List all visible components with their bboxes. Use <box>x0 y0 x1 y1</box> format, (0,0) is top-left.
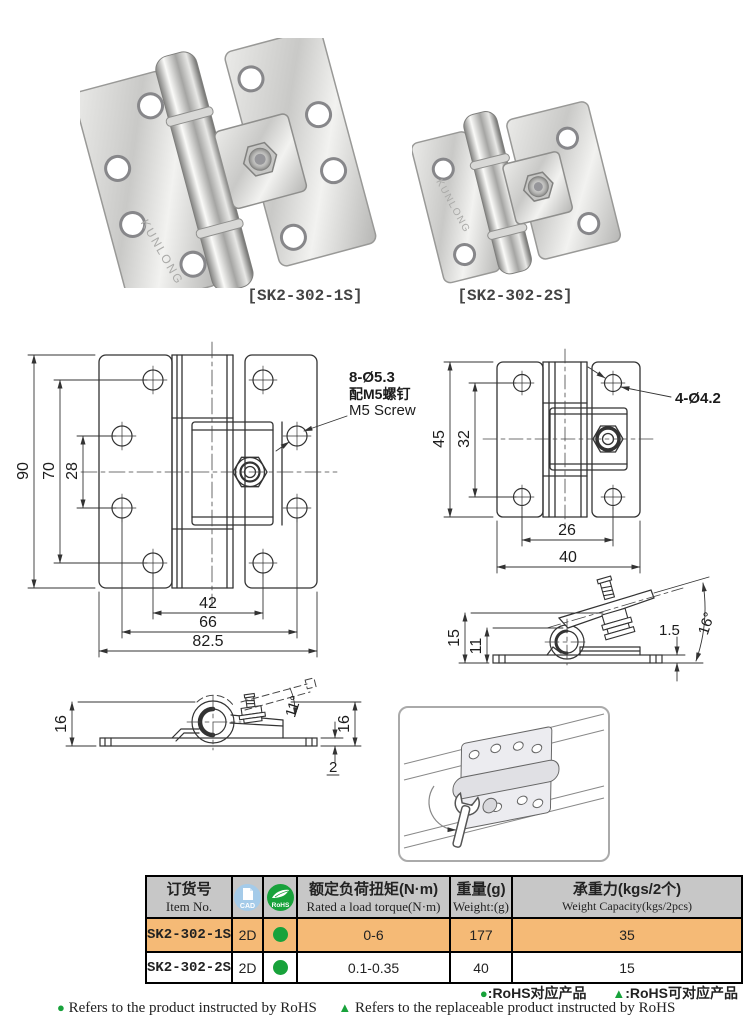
product-photo-sk2-302-1s: KUNLONG <box>80 38 377 288</box>
cell-item-0: SK2-302-1S <box>144 917 234 953</box>
photo-label-1s: [SK2-302-1S] <box>247 287 363 305</box>
dim-70: 70 <box>41 462 58 480</box>
drawing-side-large: 16 16 11° 2 <box>53 677 362 776</box>
cell-weight-1: 40 <box>449 951 514 984</box>
dim-16-right: 16 <box>336 715 353 733</box>
cell-rohs-1 <box>272 959 288 975</box>
dim-28: 28 <box>64 462 81 480</box>
cell-torque-0: 0-6 <box>296 917 452 953</box>
spec-table-header-row: 订货号 Item No. CAD RoHS <box>144 875 744 919</box>
dim-32: 32 <box>456 430 473 448</box>
photo-label-2s: [SK2-302-2S] <box>457 287 573 305</box>
spec-row-2s: SK2-302-2S 2D 0.1-0.35 40 15 <box>144 951 744 984</box>
wrench-icon <box>452 791 480 848</box>
drawing-side-small: 15 11 1.5 16° <box>446 575 718 682</box>
legend-cn: ●:RoHS对应产品 ▲:RoHS可对应产品 <box>479 985 738 1001</box>
bolt <box>242 141 278 177</box>
installation-illustration <box>403 713 605 849</box>
svg-text:CAD: CAD <box>240 903 255 910</box>
product-photo-sk2-302-2s: KUNLONG <box>412 101 622 284</box>
dim-2: 2 <box>329 759 337 776</box>
installation-illustration-box <box>398 706 610 862</box>
header-weight-en: Weight:(g) <box>453 899 510 914</box>
header-capacity-cn: 承重力(kgs/2个) <box>572 881 682 898</box>
header-torque-en: Rated a load torque(N·m) <box>306 899 441 914</box>
cell-cad-0: 2D <box>231 917 265 953</box>
cad-icon: CAD <box>234 883 262 911</box>
callout-8-d5.3: 8-Ø5.3 <box>349 369 395 386</box>
cell-cad-1: 2D <box>231 951 265 984</box>
callout-m5-en: M5 Screw <box>349 402 416 419</box>
dim-16-left: 16 <box>53 715 70 733</box>
dim-11deg: 11° <box>282 694 305 720</box>
svg-text:RoHS: RoHS <box>271 902 289 909</box>
dim-82.5: 82.5 <box>192 633 223 650</box>
dim-1.5: 1.5 <box>659 622 680 639</box>
cell-item-1: SK2-302-2S <box>144 951 234 984</box>
drawing-front-small: 45 32 26 40 4-Ø4.2 <box>431 348 721 574</box>
spec-row-1s: SK2-302-1S 2D 0-6 177 35 <box>144 917 744 953</box>
drawing-front-large: 90 70 28 42 66 82.5 8-Ø5.3 配M5螺钉 M5 Scre… <box>15 341 416 658</box>
header-weight-cn: 重量(g) <box>456 881 506 898</box>
dim-90: 90 <box>15 462 32 480</box>
cell-capacity-1: 15 <box>511 951 744 984</box>
cell-rohs-0 <box>272 927 288 943</box>
cell-torque-1: 0.1-0.35 <box>296 951 452 984</box>
dim-15: 15 <box>446 629 463 647</box>
dim-26: 26 <box>558 522 576 539</box>
dim-66: 66 <box>199 614 217 631</box>
header-torque-cn: 额定负荷扭矩(N·m) <box>308 881 439 898</box>
dim-40: 40 <box>559 549 577 566</box>
cell-capacity-0: 35 <box>511 917 744 953</box>
rohs-icon: RoHS <box>266 883 294 911</box>
header-item-cn: 订货号 <box>166 881 212 898</box>
dim-45: 45 <box>431 430 448 448</box>
cell-weight-0: 177 <box>449 917 514 953</box>
callout-m5-cn: 配M5螺钉 <box>349 386 410 402</box>
spec-table: 订货号 Item No. CAD RoHS <box>144 875 744 984</box>
dim-11: 11 <box>468 638 485 655</box>
header-item-en: Item No. <box>165 899 213 914</box>
legend-en: ● Refers to the product instructed by Ro… <box>57 1000 676 1016</box>
dim-42: 42 <box>199 595 217 612</box>
header-capacity-en: Weight Capacity(kgs/2pcs) <box>562 899 693 913</box>
callout-4-d4.2: 4-Ø4.2 <box>675 390 721 407</box>
dim-16deg: 16° <box>695 610 718 637</box>
